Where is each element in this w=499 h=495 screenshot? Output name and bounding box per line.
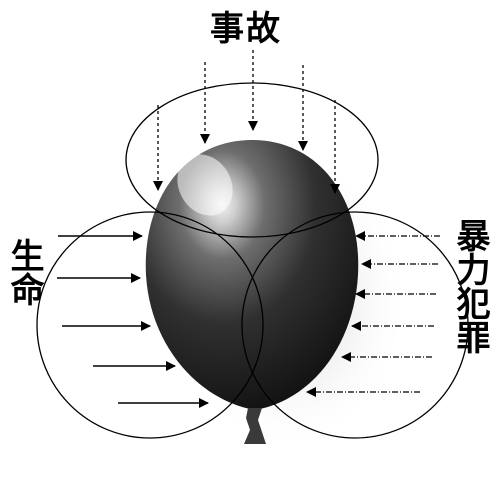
- label-violent-crime: 暴力犯罪: [450, 218, 490, 354]
- label-life: 生命: [4, 238, 44, 306]
- top-pressure-ellipse: [125, 82, 379, 238]
- top-arrows: [153, 50, 340, 194]
- balloon-knot: [244, 408, 266, 444]
- label-accident: 事故: [210, 9, 282, 49]
- left-arrows: [57, 231, 209, 408]
- left-pressure-circle: [36, 211, 264, 439]
- right-arrows: [306, 231, 440, 397]
- right-pressure-circle: [241, 211, 469, 439]
- balloon-highlight: [177, 154, 233, 216]
